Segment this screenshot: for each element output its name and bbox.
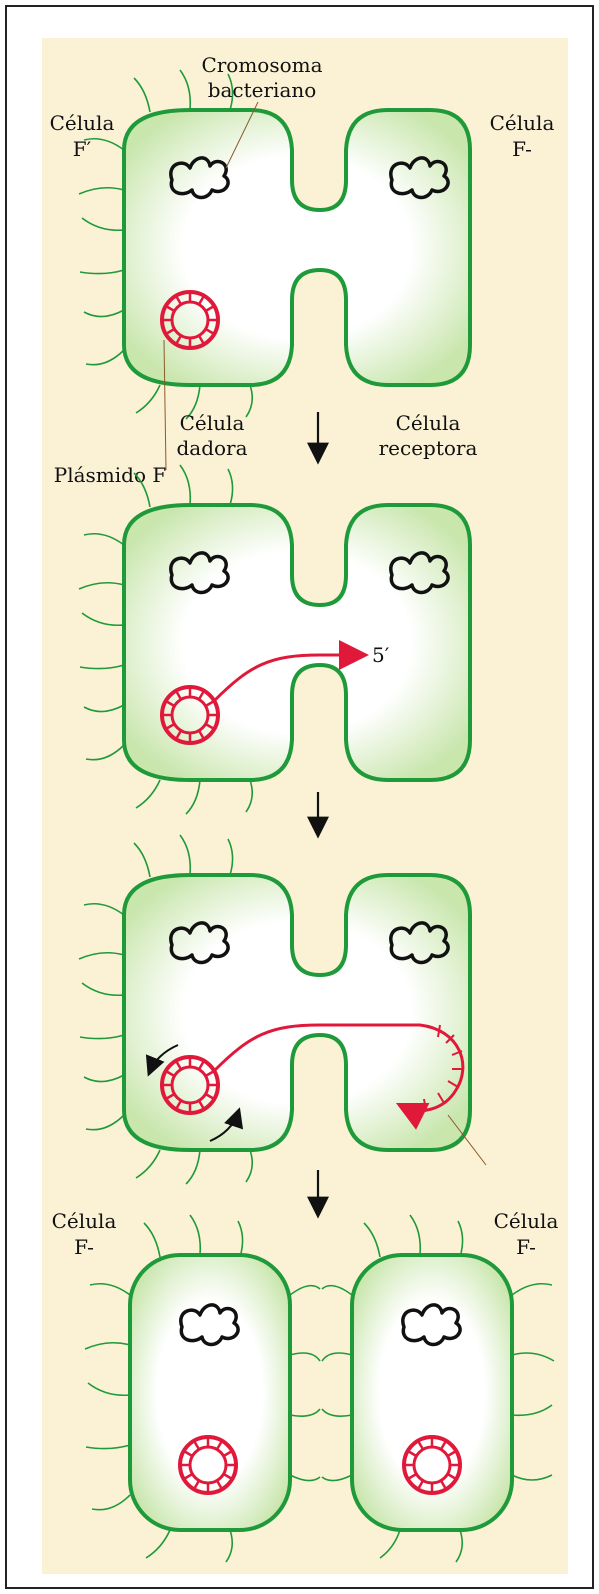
label-celula-dadora: Célula — [180, 411, 245, 435]
label-celula-receptora: Célula — [396, 411, 461, 435]
label-fminus-top: F- — [512, 137, 532, 161]
label-cromosoma: Cromosoma — [201, 53, 322, 77]
label-fprime: F′ — [73, 137, 92, 161]
label-receptora: receptora — [379, 436, 478, 460]
label-plasmido-f: Plásmido F — [54, 463, 167, 487]
label-celula-fminus-left: Célula — [52, 1209, 117, 1233]
label-fminus-right: F- — [516, 1235, 536, 1259]
daughter-cell-left — [130, 1255, 290, 1530]
label-fminus-left: F- — [74, 1235, 94, 1259]
label-dadora: dadora — [176, 436, 247, 460]
stage-1 — [79, 70, 470, 419]
label-celula-fprime: Célula — [50, 111, 115, 135]
label-five-prime: 5′ — [372, 643, 390, 667]
stage-2 — [79, 465, 470, 814]
label-celula-fminus-top: Célula — [490, 111, 555, 135]
label-bacteriano: bacteriano — [208, 78, 317, 102]
label-celula-fminus-right: Célula — [494, 1209, 559, 1233]
stage-3 — [79, 835, 486, 1184]
